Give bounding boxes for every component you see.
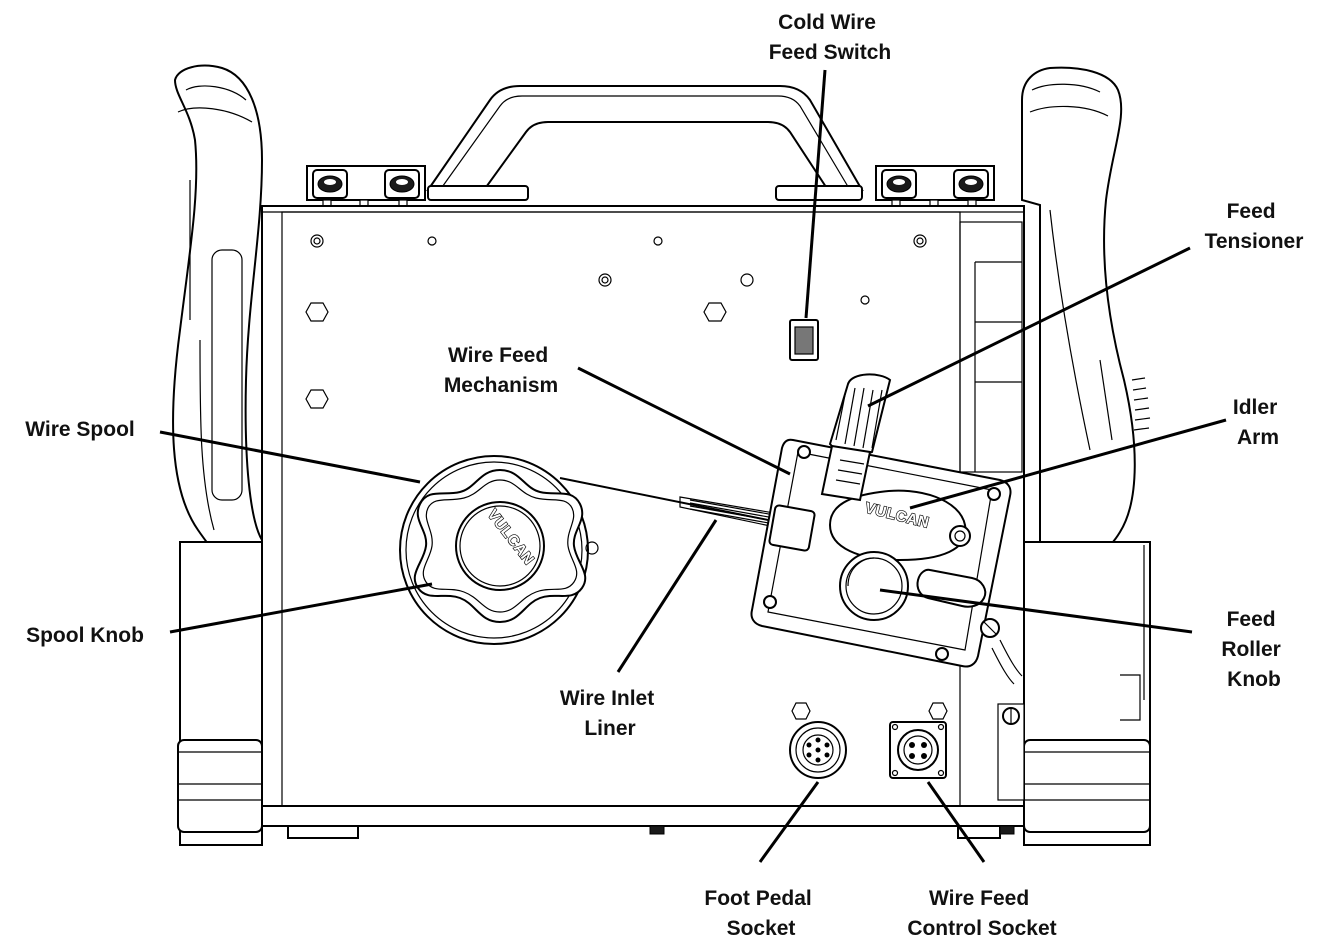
label-feed-tensioner: Feed Tensioner: [1205, 200, 1304, 253]
panel-fasteners: [305, 234, 948, 720]
carry-handle: [426, 85, 864, 201]
label-wire-feed-mechanism: Wire Feed Mechanism: [444, 344, 558, 397]
leader-spool-knob: [169, 582, 433, 634]
leader-cold-wire-feed-switch: [804, 69, 827, 319]
handle-grip-ribs: [1131, 377, 1151, 431]
right-handle: [1021, 66, 1151, 561]
leader-wire-inlet-liner: [616, 519, 718, 673]
right-latch-block: [875, 165, 995, 217]
label-wire-inlet-liner: Wire Inlet Liner: [560, 687, 660, 740]
leader-idler-arm: [909, 418, 1227, 510]
leader-wire-feed-mechanism: [577, 366, 791, 476]
label-spool-knob: Spool Knob: [26, 624, 144, 647]
label-idler-arm: Idler Arm: [1233, 396, 1283, 449]
cold-wire-feed-switch[interactable]: [789, 319, 819, 361]
label-foot-pedal-socket: Foot Pedal Socket: [704, 887, 817, 940]
label-feed-roller-knob: Feed Roller Knob: [1221, 608, 1286, 691]
leader-foot-pedal-socket: [758, 781, 820, 863]
label-wire-spool: Wire Spool: [25, 418, 134, 441]
leader-wire-feed-control-socket: [926, 781, 986, 863]
wire-feed-control-socket[interactable]: [889, 721, 947, 779]
label-wire-feed-control-socket: Wire Feed Control Socket: [907, 887, 1056, 940]
leader-feed-tensioner: [867, 246, 1191, 408]
feed-roller-knob[interactable]: [839, 551, 1023, 685]
leader-feed-roller-knob: [879, 588, 1193, 634]
leader-lines: [159, 69, 1227, 863]
left-latch-block: [306, 165, 426, 217]
feed-tensioner[interactable]: [820, 373, 892, 502]
foot-pedal-socket[interactable]: [789, 721, 847, 779]
leader-wire-spool: [159, 430, 421, 484]
label-cold-wire-feed-switch: Cold Wire Feed Switch: [769, 11, 892, 64]
labels: Cold Wire Feed Switch Feed Tensioner Wir…: [25, 11, 1303, 940]
spool-knob[interactable]: VULCAN: [413, 468, 587, 624]
